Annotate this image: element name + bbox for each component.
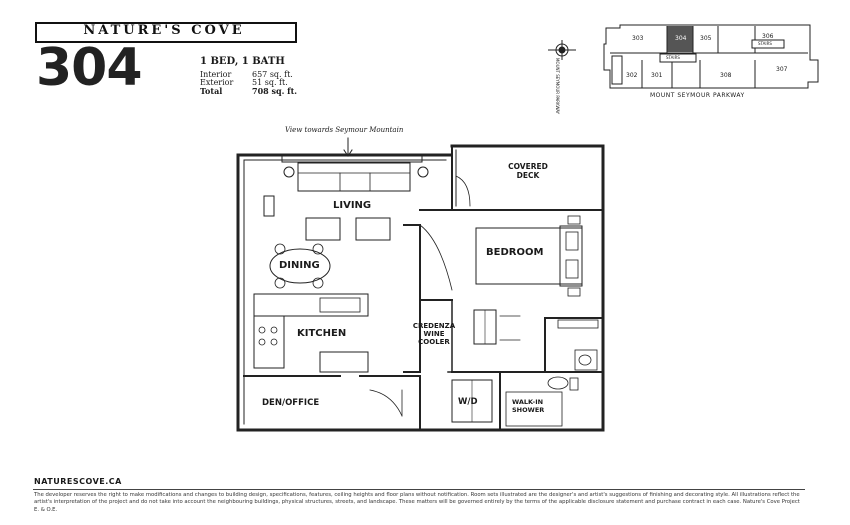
sofa <box>297 162 411 192</box>
keyplan-unit-301: 301 <box>651 72 663 79</box>
keyplan-unit-303: 303 <box>632 35 644 42</box>
lamp-right <box>417 166 429 178</box>
room-wd: W/D <box>458 397 478 407</box>
room-dining: DINING <box>279 260 320 271</box>
keyplan-unit-307: 307 <box>776 66 788 73</box>
vanity <box>574 349 598 371</box>
kitchen-counter-left <box>253 315 285 369</box>
window <box>281 155 423 163</box>
website-url: NATURESCOVE.CA <box>34 477 122 486</box>
keyplan-unit-306: 306 <box>762 33 774 40</box>
area-value-interior: 657 sq. ft. <box>252 70 293 79</box>
keyplan-unit-304-highlight <box>667 26 693 52</box>
dining-table <box>269 248 331 284</box>
area-value-exterior: 51 sq. ft. <box>252 78 288 87</box>
room-deck-line2: DECK <box>516 171 540 180</box>
view-note: View towards Seymour Mountain <box>285 126 404 134</box>
unit-number: 304 <box>36 38 143 98</box>
kitchen-island <box>319 351 369 373</box>
bathroom-wall <box>451 317 604 431</box>
keyplan-unit-304: 304 <box>675 35 687 42</box>
keyplan-unit-308: 308 <box>720 72 732 79</box>
brand-logo: NATURE'S COVE <box>83 23 245 38</box>
room-living: LIVING <box>333 200 372 211</box>
keyplan-side-caption: MOUNT SEYMOUR PARKWAY <box>555 58 560 115</box>
outer-wall <box>236 144 605 432</box>
den-wall <box>243 375 421 431</box>
keyplan-stairs-label: STAIRS <box>666 55 680 60</box>
area-label-interior: Interior <box>200 70 232 79</box>
shower <box>505 391 563 427</box>
room-shower-line2: SHOWER <box>512 406 545 414</box>
partition-wall <box>403 224 453 373</box>
room-deck-line1: COVERED <box>508 162 548 171</box>
keyplan-unit-302: 302 <box>626 72 638 79</box>
armchair-right <box>355 217 391 241</box>
room-den: DEN/OFFICE <box>262 398 320 408</box>
sink <box>578 354 592 366</box>
room-shower-line1: WALK-IN <box>512 398 544 406</box>
keyplan-street-caption: MOUNT SEYMOUR PARKWAY <box>650 92 745 99</box>
compass-icon <box>548 40 576 60</box>
armchair-left <box>305 217 341 241</box>
toilet <box>547 376 569 390</box>
keyplan-map <box>603 24 819 89</box>
credenza-line1: CREDENZA <box>412 322 456 330</box>
area-value-total: 708 sq. ft. <box>252 86 298 96</box>
beds-baths: 1 BED, 1 BATH <box>200 56 285 67</box>
disclaimer-text: The developer reserves the right to make… <box>34 492 800 513</box>
credenza-line2: WINE <box>423 330 445 338</box>
room-bedroom: BEDROOM <box>486 247 544 258</box>
footer-divider <box>33 489 805 490</box>
keyplan-unit-305: 305 <box>700 35 712 42</box>
keyplan-stairs-label-2: STAIRS <box>758 41 772 46</box>
area-label-exterior: Exterior <box>200 78 234 87</box>
brand-logo-frame <box>35 22 297 43</box>
area-label-total: Total <box>200 86 223 96</box>
kitchen-counter-top <box>253 293 369 317</box>
lamp-left <box>283 166 295 178</box>
credenza-line3: COOLER <box>418 338 450 346</box>
room-kitchen: KITCHEN <box>297 328 347 339</box>
